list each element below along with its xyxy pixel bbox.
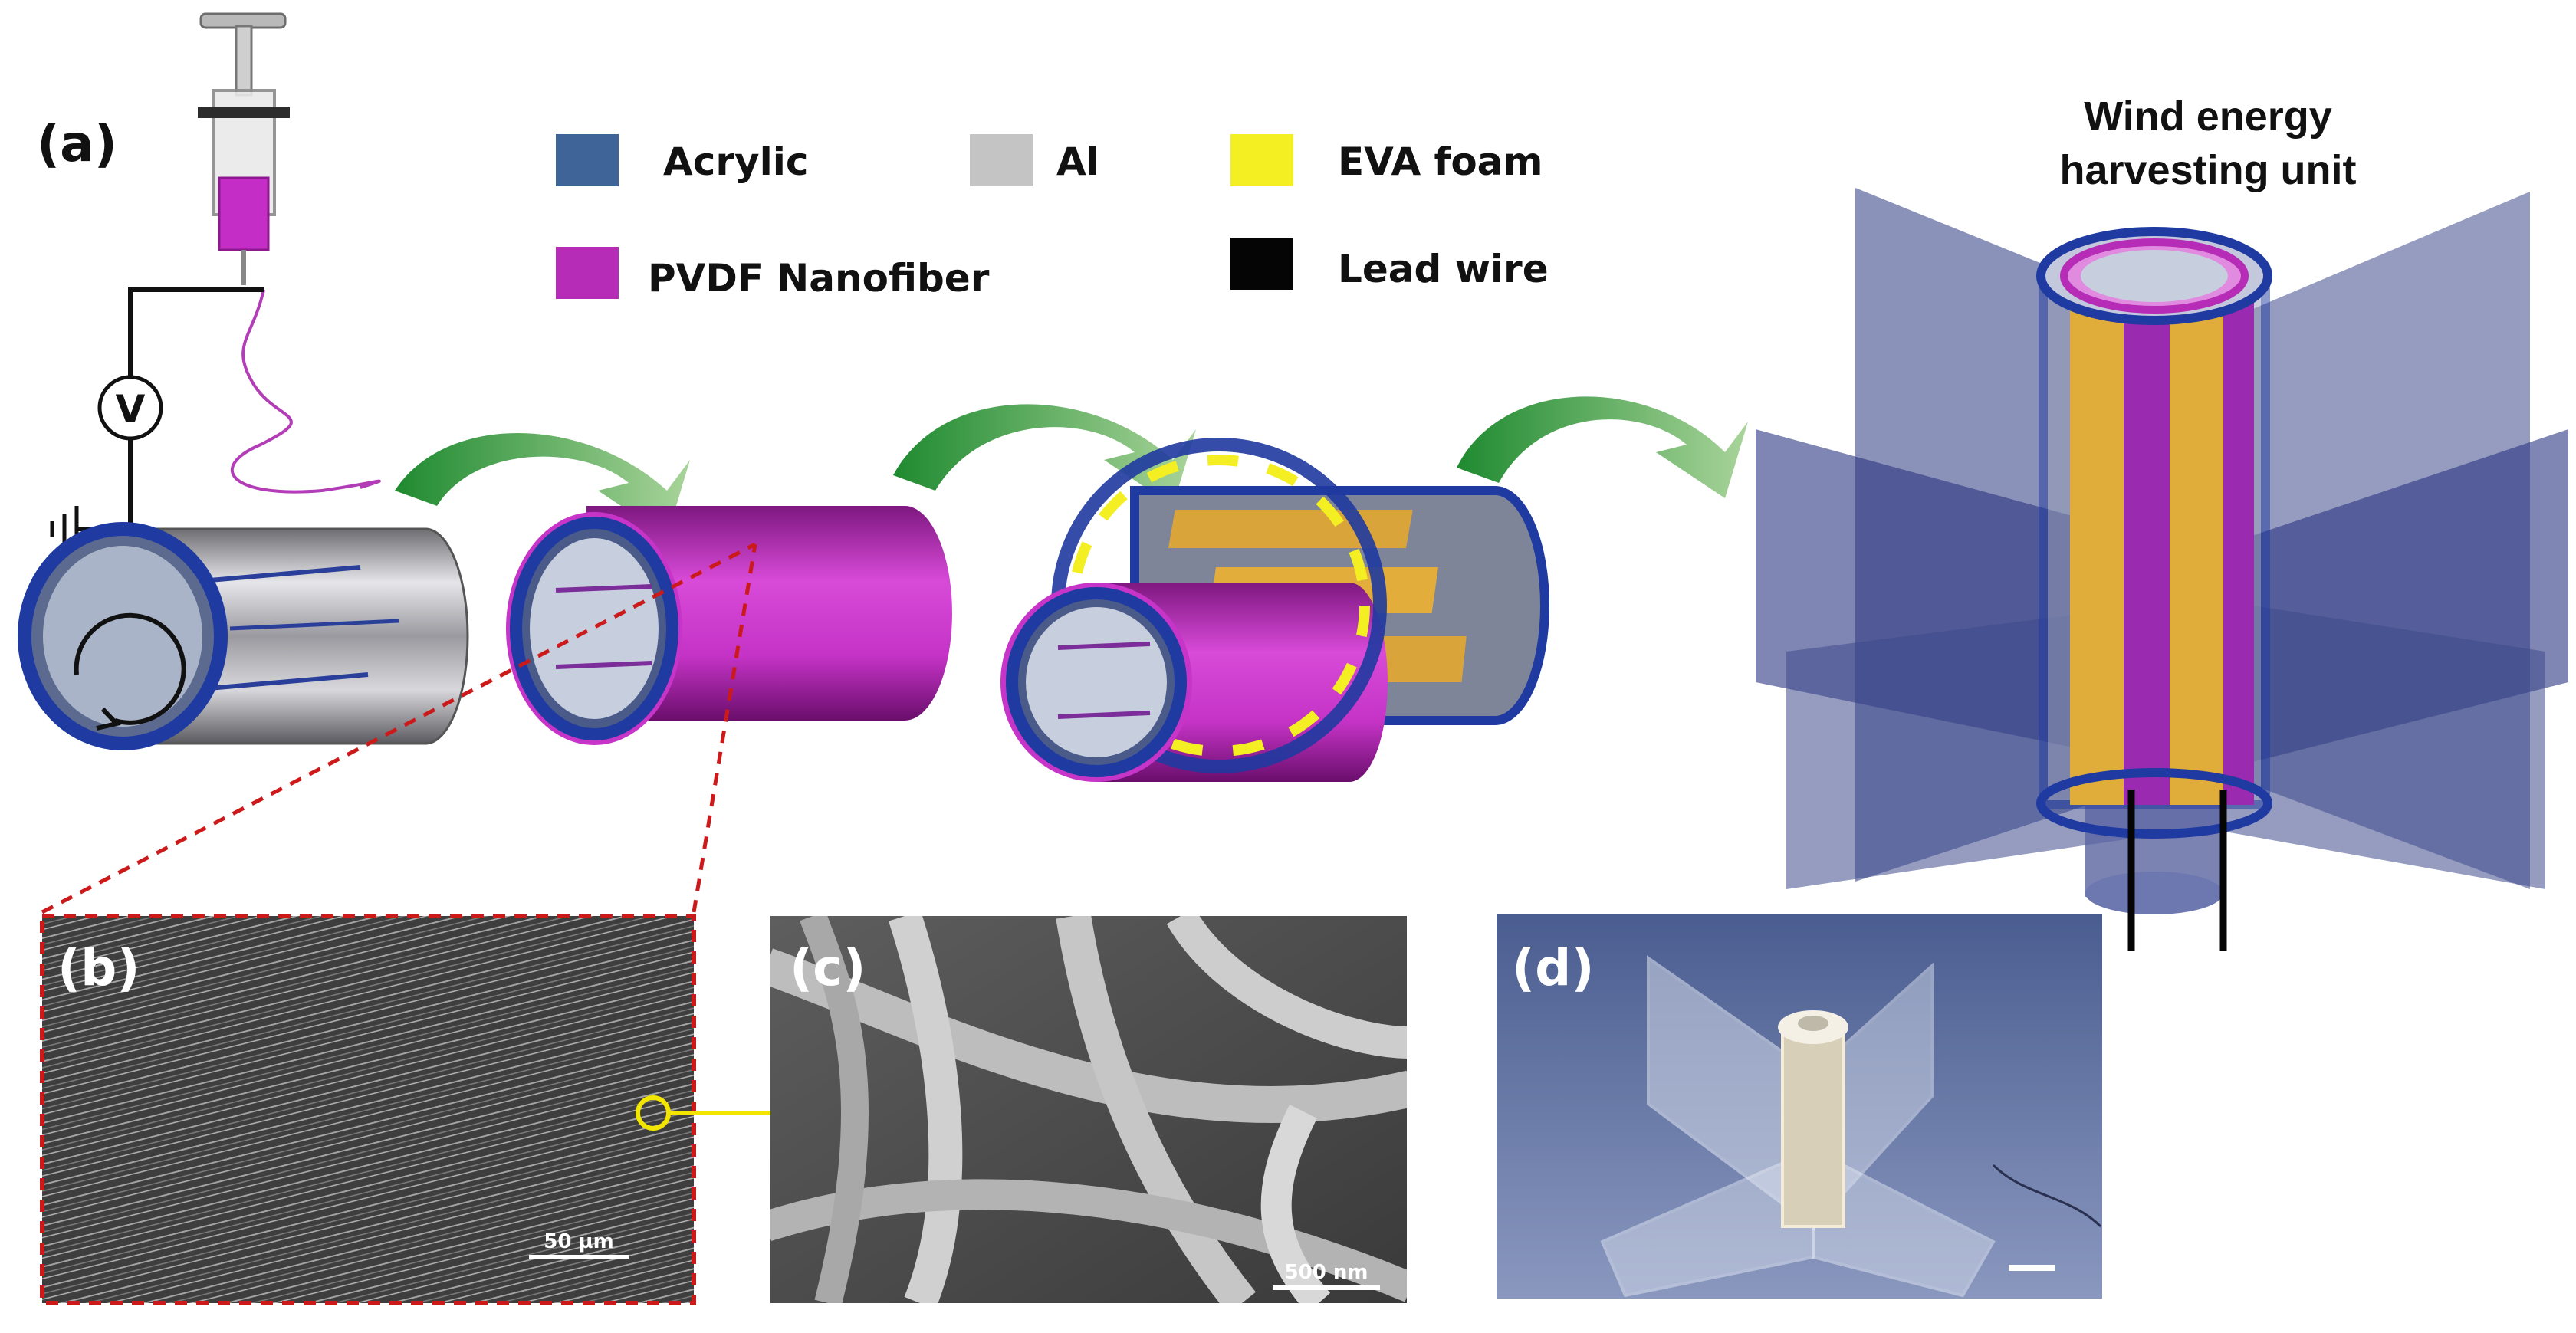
al-drum-collector [18, 522, 469, 750]
panel-label-a: (a) [37, 114, 117, 173]
nanofiber-jet [230, 289, 381, 494]
legend-swatch-lead-wire [1230, 238, 1293, 290]
scale-bar-c: 500 nm [1285, 1261, 1368, 1284]
legend-swatch-pvdf [556, 247, 619, 299]
panel-d-photo [1497, 914, 2102, 1299]
unit-title-line1: Wind energy [2084, 94, 2332, 140]
voltmeter-icon: V [97, 375, 163, 441]
legend-swatch-al [970, 134, 1033, 186]
legend-label-eva: EVA foam [1338, 140, 1543, 184]
panel-label-d: (d) [1512, 938, 1595, 997]
legend-swatch-eva [1230, 134, 1293, 186]
legend-label-al: Al [1056, 140, 1099, 184]
unit-title-line2: harvesting unit [2059, 147, 2356, 193]
panel-label-b: (b) [58, 938, 140, 997]
wind-harvesting-unit: Wind energy harvesting unit [1756, 94, 2568, 951]
assembled-tube [1001, 438, 1549, 782]
legend-label-acrylic: Acrylic [663, 140, 809, 184]
legend-swatch-acrylic [556, 134, 619, 186]
legend-label-pvdf: PVDF Nanofiber [648, 256, 990, 300]
pvdf-coated-tube [506, 506, 952, 745]
panel-b-sem-image: (b) 50 µm [40, 914, 696, 1305]
syringe-icon [198, 12, 290, 285]
process-arrow-3 [1457, 396, 1748, 498]
panel-label-c: (c) [790, 938, 866, 997]
zoom-line-right [692, 543, 757, 913]
scale-bar-b: 50 µm [544, 1230, 613, 1253]
legend: Acrylic Al EVA foam PVDF Nanofiber Lead … [556, 134, 1549, 300]
zoom-line-left [41, 542, 757, 914]
process-arrow-2 [893, 404, 1196, 506]
voltmeter-label: V [116, 387, 146, 432]
process-arrow-1 [395, 433, 690, 537]
panel-c-sem-image [770, 916, 1407, 1303]
legend-label-lead-wire: Lead wire [1338, 247, 1549, 291]
